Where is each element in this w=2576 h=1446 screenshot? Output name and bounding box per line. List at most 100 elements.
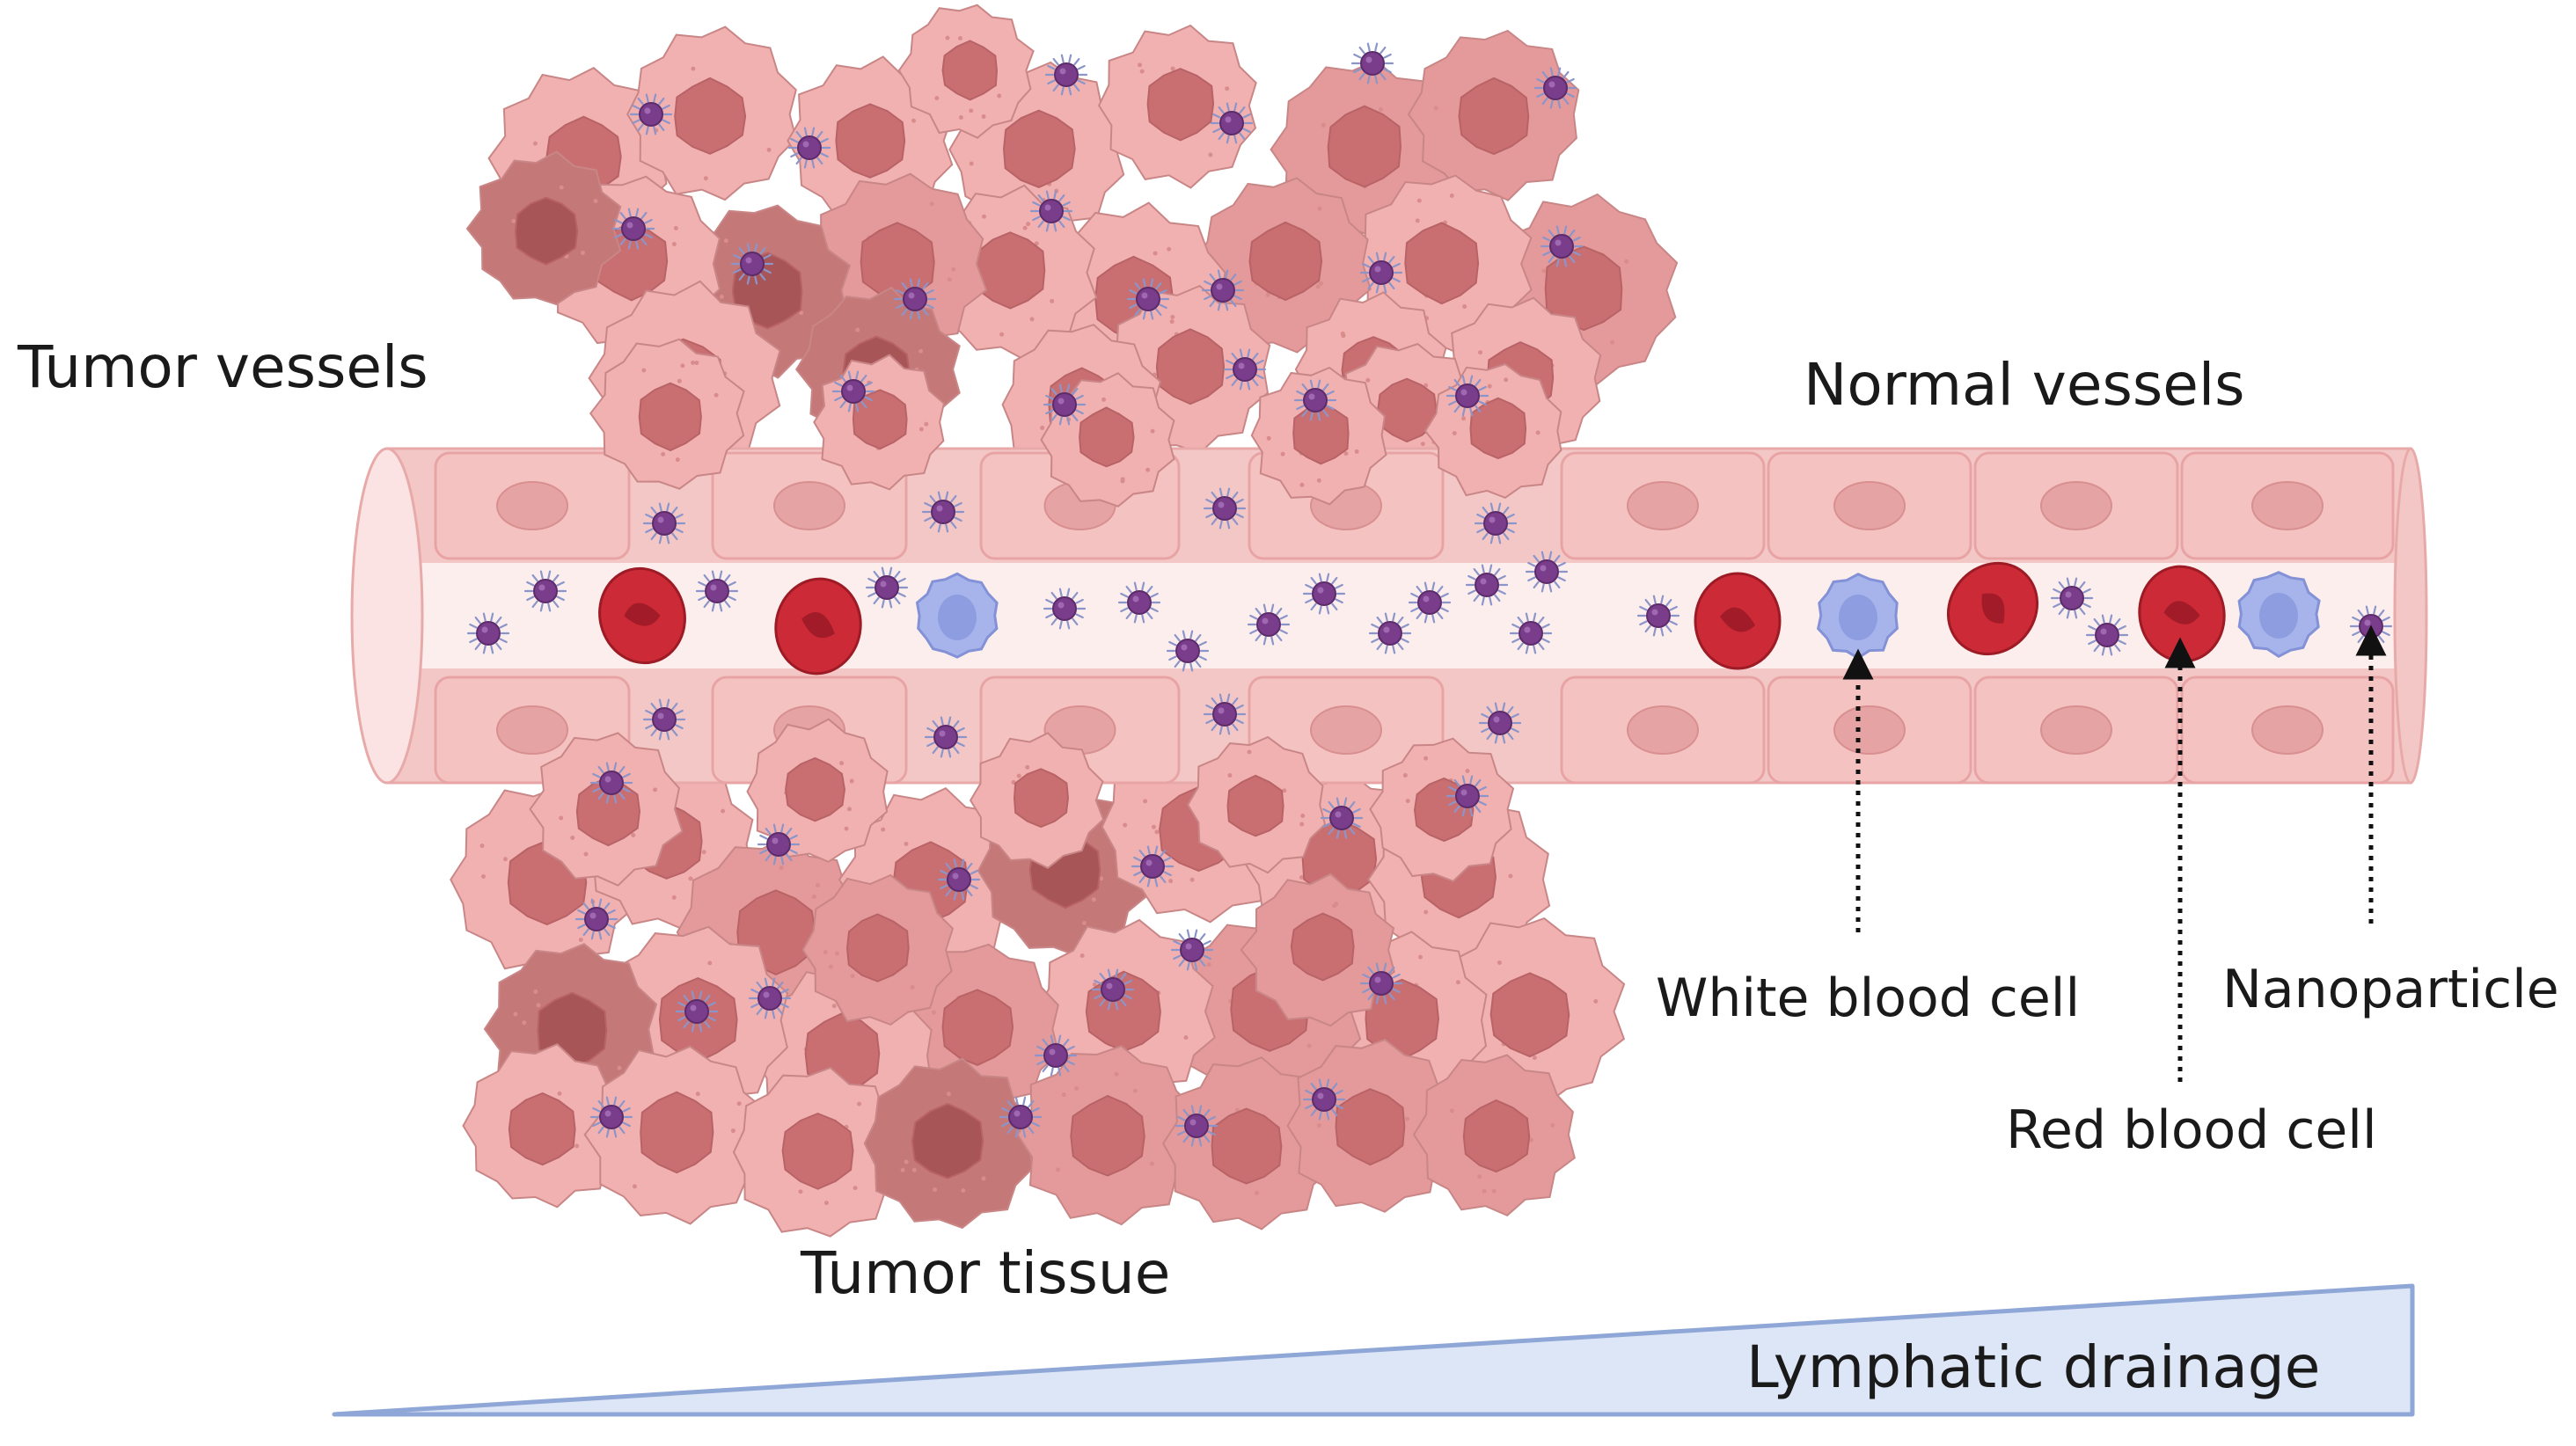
- tumor-cell: [801, 873, 955, 1026]
- nanoparticle-icon: [1034, 1034, 1078, 1077]
- tumor-cell: [1097, 24, 1257, 189]
- nanoparticle-icon: [1368, 612, 1412, 654]
- nanoparticle-icon: [642, 502, 686, 544]
- nanoparticle-icon: [1408, 581, 1452, 624]
- tumor-cell: [1240, 873, 1395, 1027]
- vessel-end-cap: [2393, 447, 2428, 785]
- nanoparticle-icon: [831, 370, 875, 413]
- nanoparticle-icon: [1117, 581, 1161, 624]
- tumor-cell: [465, 150, 622, 306]
- nanoparticle-icon: [589, 1096, 633, 1138]
- nanoparticle-icon: [1247, 603, 1291, 646]
- nanoparticle-icon: [1474, 502, 1518, 544]
- nanoparticle-icon: [1540, 225, 1584, 267]
- nanoparticle-icon: [611, 208, 655, 250]
- nanoparticle-icon: [1166, 630, 1210, 672]
- white-blood-cell-icon: [915, 572, 999, 659]
- nanoparticle-icon: [1293, 379, 1337, 421]
- nanoparticle-icon: [1223, 348, 1267, 391]
- nanoparticle-icon: [999, 1096, 1043, 1138]
- red-blood-cell-icon: [774, 577, 862, 676]
- nanoparticle-icon: [1320, 797, 1364, 839]
- nanoparticle-icon: [1043, 383, 1087, 426]
- endothelial-cell: [1560, 676, 1766, 785]
- nanoparticle-icon: [1445, 775, 1489, 817]
- nanoparticle-icon: [2085, 614, 2129, 656]
- nanoparticle-icon: [1445, 375, 1489, 417]
- pointer-arrows: [1842, 624, 2387, 1082]
- nanoparticle-icon: [1525, 551, 1569, 593]
- nanoparticle-icon: [748, 977, 792, 1019]
- label-normal-vessels: Normal vessels: [1804, 351, 2245, 419]
- nanoparticle-icon: [787, 127, 831, 169]
- nanoparticle-icon: [589, 762, 633, 804]
- nanoparticle-icon: [1203, 487, 1247, 529]
- tumor-cell: [732, 1066, 904, 1238]
- endothelial-cell: [1973, 676, 2179, 785]
- nanoparticle-icon: [865, 566, 909, 609]
- endothelial-cell: [1767, 676, 1972, 785]
- nanoparticle-icon: [1131, 845, 1175, 887]
- endothelial-cell: [1973, 451, 2179, 560]
- tumor-cell: [1162, 1056, 1335, 1231]
- nanoparticle-icon: [1170, 929, 1214, 971]
- nanoparticle-icon: [757, 823, 801, 865]
- endothelial-cell: [2180, 676, 2395, 785]
- nanoparticle-icon: [1175, 1105, 1218, 1147]
- nanoparticle-icon: [1126, 278, 1170, 320]
- tumor-cell: [1250, 366, 1387, 506]
- nanoparticle-icon: [1044, 54, 1088, 96]
- nanoparticle-icon: [937, 858, 981, 901]
- nanoparticle-icon: [1203, 693, 1247, 735]
- nanoparticle-icon: [893, 278, 937, 320]
- label-red-blood-cell: Red blood cell: [2006, 1099, 2377, 1161]
- vessel-lumen: [387, 563, 2411, 668]
- nanoparticle-icon: [1210, 102, 1254, 144]
- nanoparticle-icon: [1478, 702, 1522, 744]
- endothelial-cell: [2180, 451, 2395, 560]
- nanoparticle-icon: [629, 93, 673, 135]
- nanoparticle-icon: [921, 491, 965, 533]
- nanoparticle-icon: [574, 898, 618, 940]
- lymphatic-drainage-wedge: [332, 1283, 2415, 1417]
- endothelial-cell: [434, 451, 631, 560]
- nanoparticle-icon: [730, 243, 774, 285]
- red-blood-cell-icon: [1946, 561, 2039, 656]
- tumor-cell: [626, 26, 797, 201]
- endothelial-cell: [1767, 451, 1972, 560]
- vessel-contents: [466, 42, 2393, 1147]
- nanoparticle-icon: [1029, 190, 1073, 232]
- tumor-cell: [583, 1045, 767, 1225]
- nanoparticle-icon: [695, 570, 739, 612]
- endothelial-cell: [1560, 451, 1766, 560]
- tumor-cell: [969, 732, 1105, 869]
- red-blood-cell-icon: [1694, 572, 1782, 670]
- tumor-cell: [529, 732, 684, 887]
- tumor-cell: [1187, 735, 1327, 874]
- tumor-cell: [1286, 1038, 1459, 1213]
- nanoparticle-icon: [1509, 612, 1553, 654]
- nanoparticle-icon: [2050, 577, 2094, 619]
- nanoparticle-icon: [675, 990, 719, 1033]
- label-tumor-vessels: Tumor vessels: [17, 333, 428, 401]
- nanoparticle-icon: [1302, 1078, 1346, 1121]
- white-blood-cell-icon: [1816, 573, 1899, 660]
- nanoparticle-icon: [523, 570, 567, 612]
- label-white-blood-cell: White blood cell: [1656, 968, 2080, 1029]
- tumor-cells-overlapping-vessel: [529, 338, 1562, 887]
- nanoparticle-icon: [1091, 968, 1135, 1011]
- red-blood-cell-icon: [598, 566, 686, 665]
- tumor-cell: [897, 4, 1035, 139]
- nanoparticle-icon: [642, 698, 686, 741]
- label-nanoparticle: Nanoparticle: [2222, 959, 2559, 1020]
- tumor-cell: [1407, 29, 1580, 201]
- nanoparticle-icon: [1359, 962, 1403, 1004]
- nanoparticle-icon: [1465, 564, 1509, 606]
- white-blood-cell-icon: [2237, 571, 2321, 659]
- nanoparticle-icon: [1350, 42, 1394, 84]
- label-lymphatic-drainage: Lymphatic drainage: [1746, 1333, 2320, 1401]
- nanoparticle-icon: [1043, 588, 1087, 630]
- nanoparticle-icon: [1302, 573, 1346, 615]
